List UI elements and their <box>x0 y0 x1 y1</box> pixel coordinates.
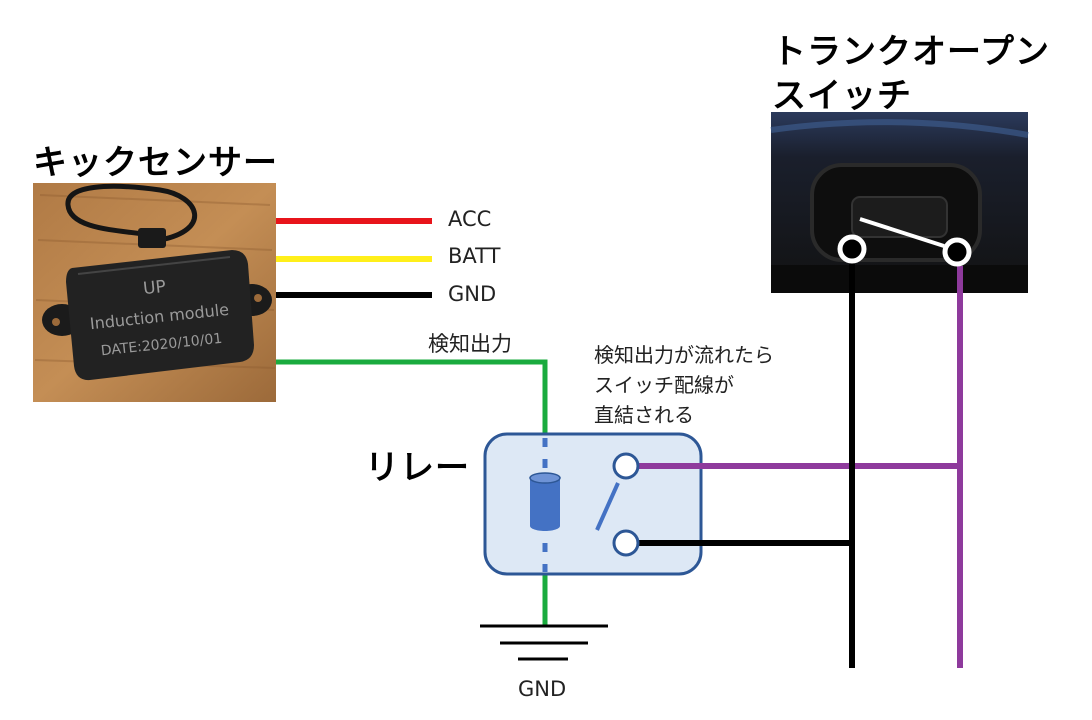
sensor-body <box>66 250 254 381</box>
sensor-cable <box>65 183 197 243</box>
relay-title: リレー <box>365 448 470 488</box>
relay-note-line2: スイッチ配線が <box>594 373 734 397</box>
relay-note-line3: 直結される <box>594 403 694 427</box>
trunk-switch-photo <box>770 112 1029 293</box>
switch-black-wire <box>637 262 855 668</box>
detect-output-label: 検知出力 <box>428 332 512 356</box>
trunk-switch-title-line2: スイッチ <box>772 76 912 116</box>
ground-symbol <box>480 624 608 661</box>
trunk-switch-title-line1: トランクオープン <box>772 32 1050 72</box>
relay-note-line1: 検知出力が流れたら <box>594 343 774 367</box>
detect-output-wire <box>276 359 548 437</box>
ground-label: GND <box>518 677 567 701</box>
relay-note: 検知出力が流れたら スイッチ配線が 直結される <box>594 340 834 430</box>
batt-label: BATT <box>448 244 501 268</box>
trunk-terminal-left <box>837 234 867 264</box>
sensor-connector <box>138 228 166 248</box>
relay-terminal-top <box>612 452 640 480</box>
acc-label: ACC <box>448 207 492 231</box>
relay-terminal-bottom <box>612 529 640 557</box>
kick-sensor-title: キックセンサー <box>33 143 278 183</box>
gnd-label: GND <box>448 282 497 306</box>
relay-coil <box>529 472 561 531</box>
trunk-switch-contact-line <box>859 217 945 248</box>
relay-switch-arm <box>595 482 620 531</box>
trunk-switch-button <box>851 196 948 238</box>
module-label-up: UP <box>142 277 167 299</box>
relay-box <box>483 432 703 576</box>
switch-purple-wire <box>637 266 963 668</box>
kick-sensor-photo <box>33 183 276 402</box>
trunk-terminal-right <box>942 237 972 267</box>
